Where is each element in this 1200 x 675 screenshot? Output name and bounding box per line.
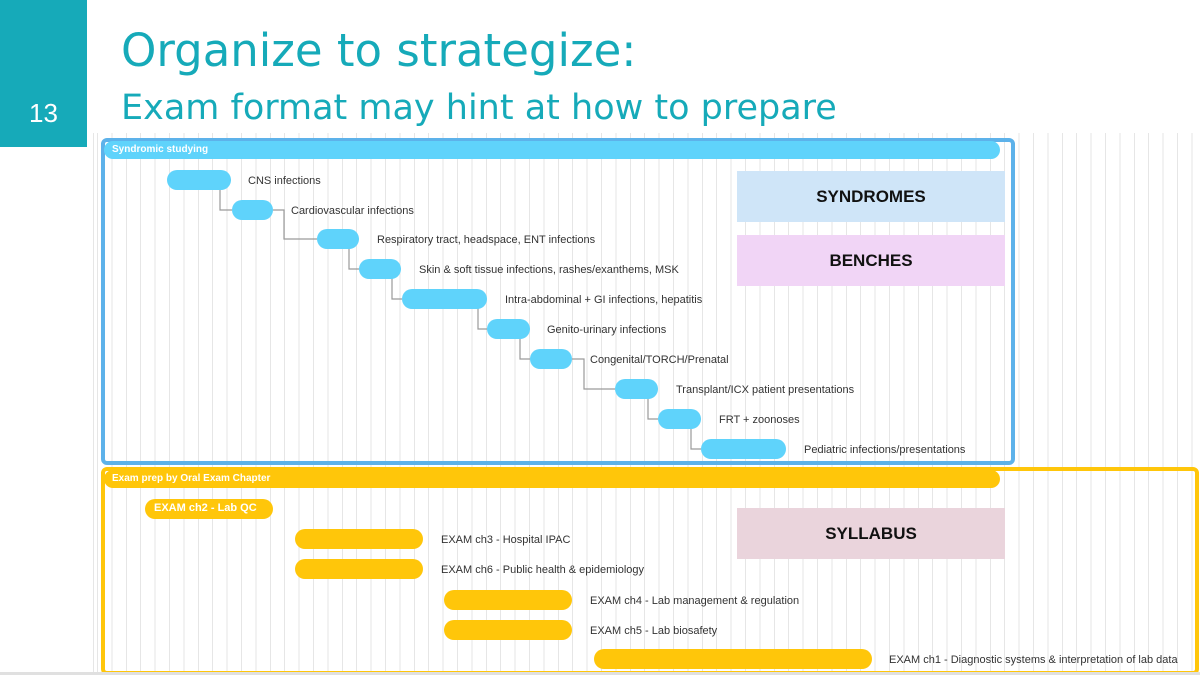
slide-bottom-divider [0,672,1200,675]
task-label-exam-ch4: EXAM ch4 - Lab management & regulation [590,595,800,607]
task-label-exam-ch1: EXAM ch1 - Diagnostic systems & interpre… [889,654,1178,666]
task-label-congenital: Congenital/TORCH/Prenatal [590,354,729,366]
task-bar-cns[interactable] [167,170,231,190]
legend-benches: BENCHES [737,235,1005,286]
task-label-transplant: Transplant/ICX patient presentations [676,384,855,396]
task-bar-exam-ch6[interactable] [295,559,423,579]
task-label-exam-ch2: EXAM ch2 - Lab QC [154,502,257,514]
task-label-intra-abdominal: Intra-abdominal + GI infections, hepatit… [505,294,703,306]
task-bar-cardiovascular[interactable] [232,200,273,220]
slide-number: 13 [29,98,58,128]
legend-syllabus: SYLLABUS [737,508,1005,559]
task-label-cns: CNS infections [248,175,321,187]
syndromic-group-box [101,138,1015,465]
legend-syndromes: SYNDROMES [737,171,1005,222]
task-bar-pediatric[interactable] [701,439,786,459]
task-label-genito-urinary: Genito-urinary infections [547,324,667,336]
task-label-exam-ch3: EXAM ch3 - Hospital IPAC [441,534,571,546]
task-bar-transplant[interactable] [615,379,658,399]
task-bar-exam-ch5[interactable] [444,620,572,640]
task-bar-genito-urinary[interactable] [487,319,530,339]
task-label-exam-ch5: EXAM ch5 - Lab biosafety [590,625,718,637]
task-bar-respiratory[interactable] [317,229,359,249]
task-label-cardiovascular: Cardiovascular infections [291,205,414,217]
task-label-skin: Skin & soft tissue infections, rashes/ex… [419,264,679,276]
task-bar-congenital[interactable] [530,349,572,369]
task-bar-exam-ch1[interactable] [594,649,872,669]
slide-number-badge: 13 [0,0,87,147]
task-label-respiratory: Respiratory tract, headspace, ENT infect… [377,234,596,246]
task-label-exam-ch6: EXAM ch6 - Public health & epidemiology [441,564,644,576]
task-bar-exam-ch3[interactable] [295,529,423,549]
exam-group-header[interactable]: Exam prep by Oral Exam Chapter [104,470,1000,488]
syndromic-group-header[interactable]: Syndromic studying [104,141,1000,159]
task-bar-intra-abdominal[interactable] [402,289,487,309]
slide-subtitle: Exam format may hint at how to prepare [121,88,837,128]
task-bar-skin[interactable] [359,259,401,279]
task-bar-exam-ch4[interactable] [444,590,572,610]
slide-title: Organize to strategize: [121,24,637,77]
task-bar-frt-zoonoses[interactable] [658,409,701,429]
exam-group-box [101,467,1199,675]
task-label-frt-zoonoses: FRT + zoonoses [719,414,800,426]
task-label-pediatric: Pediatric infections/presentations [804,444,966,456]
task-bar-exam-ch2[interactable]: EXAM ch2 - Lab QC [145,499,273,519]
